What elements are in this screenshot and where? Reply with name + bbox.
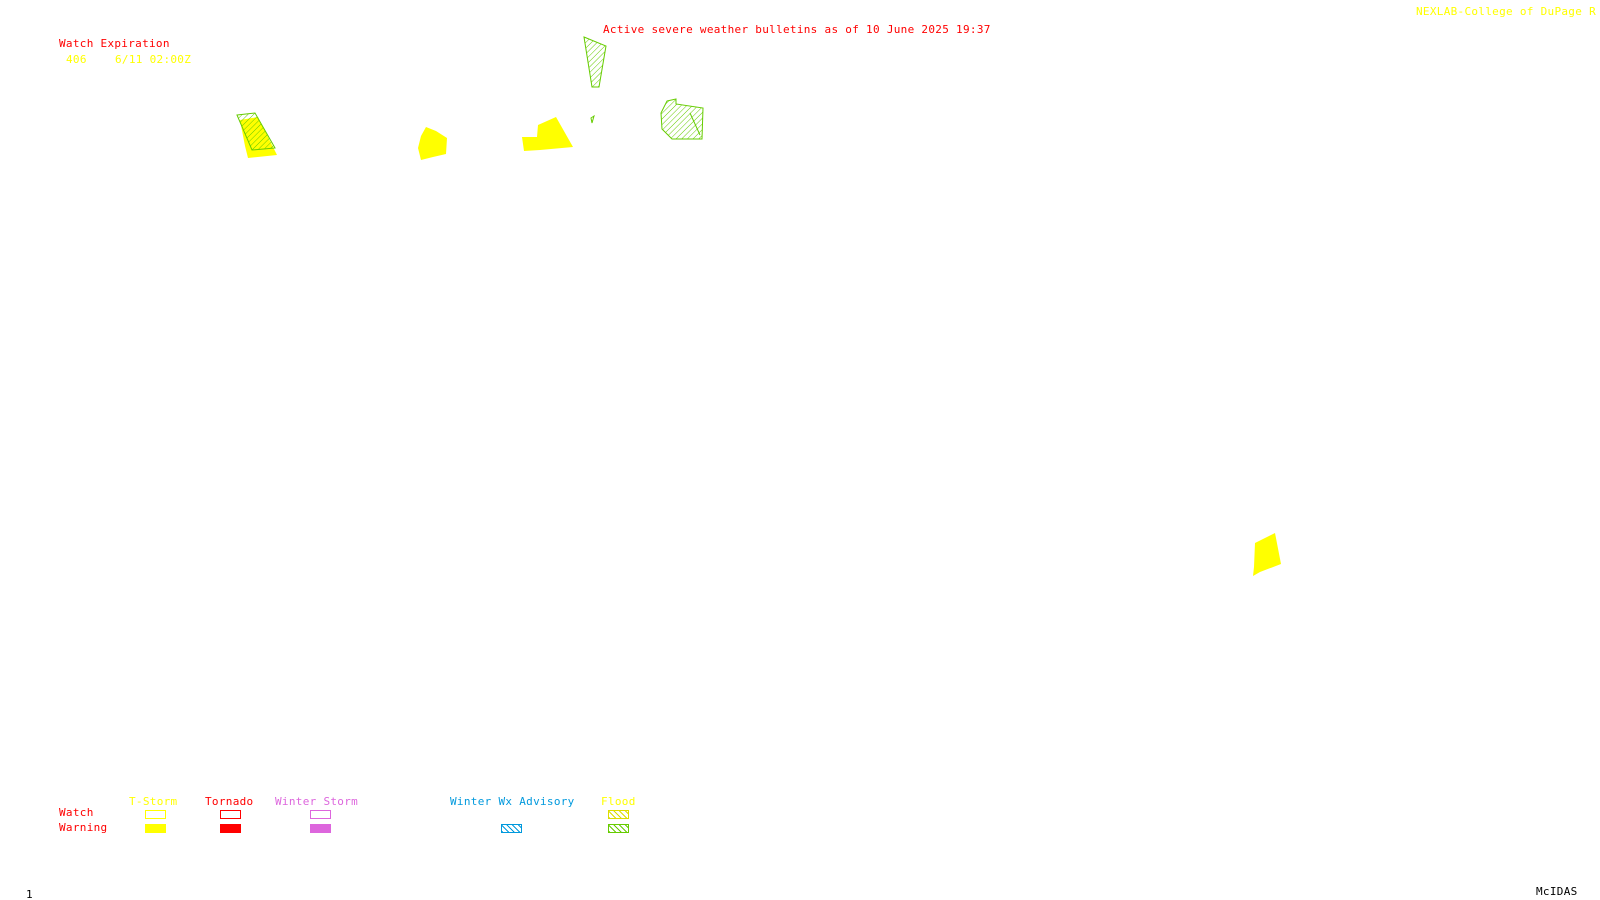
tstorm-warning-polygon	[522, 117, 573, 151]
page-title: Active severe weather bulletins as of 10…	[603, 23, 991, 36]
legend-category-winter-storm: Winter Storm	[275, 795, 359, 808]
flood-warning-polygon	[583, 36, 607, 88]
software-label: McIDAS	[1536, 885, 1578, 898]
legend-category-tornado: Tornado	[205, 795, 254, 808]
legend-category-flood: Flood	[601, 795, 636, 808]
legend-tstorm-watch-swatch	[145, 810, 166, 819]
credit-label: NEXLAB-College of DuPage R	[1416, 5, 1596, 18]
tstorm-warning-polygon	[1253, 533, 1281, 576]
legend-tornado-watch-swatch	[220, 810, 241, 819]
legend-tstorm-warning-swatch	[145, 824, 166, 833]
flood-warning-polygon	[660, 98, 704, 140]
legend-winter-storm-warning-swatch	[310, 824, 331, 833]
legend-tornado-warning-swatch	[220, 824, 241, 833]
flood-warning-polygon-outline	[689, 112, 701, 136]
flood-warning-polygon	[590, 114, 595, 124]
legend-winter-storm-watch-swatch	[310, 810, 331, 819]
flood-warning-polygon	[236, 112, 276, 151]
legend-flood-watch-swatch	[608, 810, 629, 819]
tstorm-warning-polygon	[418, 127, 447, 160]
watch-number: 406	[66, 53, 87, 66]
watch-expiry-time: 6/11 02:00Z	[115, 53, 192, 66]
legend-row-watch: Watch	[59, 806, 94, 819]
frame-number: 1	[26, 888, 33, 900]
watch-expiration-heading: Watch Expiration	[59, 37, 170, 50]
legend-winter-wx-advisory-swatch	[501, 824, 522, 833]
legend-category-winter-wx-advisory: Winter Wx Advisory	[450, 795, 575, 808]
legend-category-tstorm: T-Storm	[129, 795, 178, 808]
legend-row-warning: Warning	[59, 821, 108, 834]
legend-flood-warning-swatch	[608, 824, 629, 833]
